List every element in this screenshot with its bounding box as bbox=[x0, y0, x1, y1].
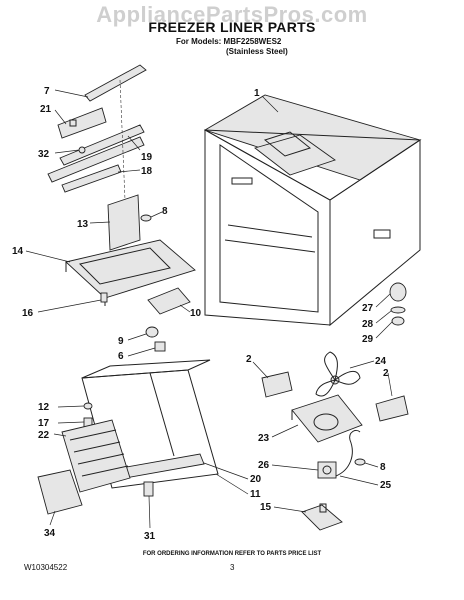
finish-line: (Stainless Steel) bbox=[226, 47, 288, 56]
fan-blade-part-24 bbox=[315, 351, 361, 397]
callout-2b: 2 bbox=[383, 368, 389, 379]
callout-25: 25 bbox=[380, 480, 392, 491]
grille-part-22 bbox=[61, 419, 131, 493]
callout-24: 24 bbox=[375, 356, 387, 367]
callout-9: 9 bbox=[118, 336, 124, 347]
models-line: For Models: MBF2258WES2 bbox=[176, 37, 282, 46]
bracket-part-13 bbox=[107, 194, 141, 251]
callout-17: 17 bbox=[38, 418, 50, 429]
callout-21: 21 bbox=[40, 104, 52, 115]
callout-7: 7 bbox=[44, 86, 50, 97]
callout-27: 27 bbox=[362, 303, 374, 314]
callout-18: 18 bbox=[141, 166, 153, 177]
callout-14: 14 bbox=[12, 246, 24, 257]
rail-part-7 bbox=[84, 64, 147, 102]
housing-part-14 bbox=[65, 239, 196, 306]
page-title: FREEZER LINER PARTS bbox=[148, 19, 316, 35]
callout-2a: 2 bbox=[246, 354, 252, 365]
callout-11: 11 bbox=[250, 489, 261, 500]
bracket-part-15 bbox=[301, 504, 343, 531]
callout-8a: 8 bbox=[162, 206, 168, 217]
switch-part-31 bbox=[143, 481, 154, 497]
bulb-part-9 bbox=[145, 326, 159, 338]
motor-part-26 bbox=[317, 461, 337, 479]
callout-29: 29 bbox=[362, 334, 374, 345]
page-number: 3 bbox=[230, 563, 235, 572]
document-number: W10304522 bbox=[24, 563, 68, 572]
callout-22: 22 bbox=[38, 430, 50, 441]
screw-part-32 bbox=[78, 146, 86, 154]
callout-20: 20 bbox=[250, 474, 262, 485]
callout-19: 19 bbox=[141, 152, 153, 163]
freezer-liner-part-1 bbox=[203, 94, 422, 327]
watermark: AppliancePartsPros.com bbox=[96, 2, 368, 27]
callout-6: 6 bbox=[118, 351, 124, 362]
rail-part-19 bbox=[59, 124, 145, 166]
callout-34: 34 bbox=[44, 528, 56, 539]
callout-13: 13 bbox=[77, 219, 89, 230]
gasket-part-10 bbox=[147, 287, 191, 315]
callout-15: 15 bbox=[260, 502, 272, 513]
callout-labels: 1 7 21 32 19 18 13 8 14 16 10 9 6 27 28 … bbox=[12, 86, 392, 542]
callout-16: 16 bbox=[22, 308, 34, 319]
callout-10: 10 bbox=[190, 308, 202, 319]
pad-part-2a bbox=[261, 371, 293, 398]
nut-part-29 bbox=[391, 316, 405, 326]
pad-part-2b bbox=[375, 395, 409, 422]
clip-part-16 bbox=[100, 292, 108, 303]
fan-housing-part-23 bbox=[291, 394, 363, 443]
callout-1: 1 bbox=[254, 88, 260, 99]
callout-26: 26 bbox=[258, 460, 270, 471]
leader-lines bbox=[25, 89, 393, 529]
screw-part-12 bbox=[83, 402, 93, 410]
callout-31: 31 bbox=[144, 531, 156, 542]
callout-8b: 8 bbox=[380, 462, 386, 473]
callout-12: 12 bbox=[38, 402, 50, 413]
knob-part-27 bbox=[389, 282, 407, 302]
socket-part-6 bbox=[154, 341, 166, 352]
harness-part-25 bbox=[335, 429, 361, 477]
rail-part-18 bbox=[47, 136, 145, 183]
bracket-part-21 bbox=[57, 107, 107, 139]
callout-32: 32 bbox=[38, 149, 50, 160]
callout-28: 28 bbox=[362, 319, 374, 330]
ordering-note: FOR ORDERING INFORMATION REFER TO PARTS … bbox=[142, 551, 322, 557]
callout-23: 23 bbox=[258, 433, 270, 444]
cover-part-34 bbox=[37, 469, 83, 515]
screw-part-8a bbox=[140, 214, 152, 222]
screw-part-8b bbox=[354, 458, 366, 466]
washer-part-28 bbox=[390, 306, 406, 314]
